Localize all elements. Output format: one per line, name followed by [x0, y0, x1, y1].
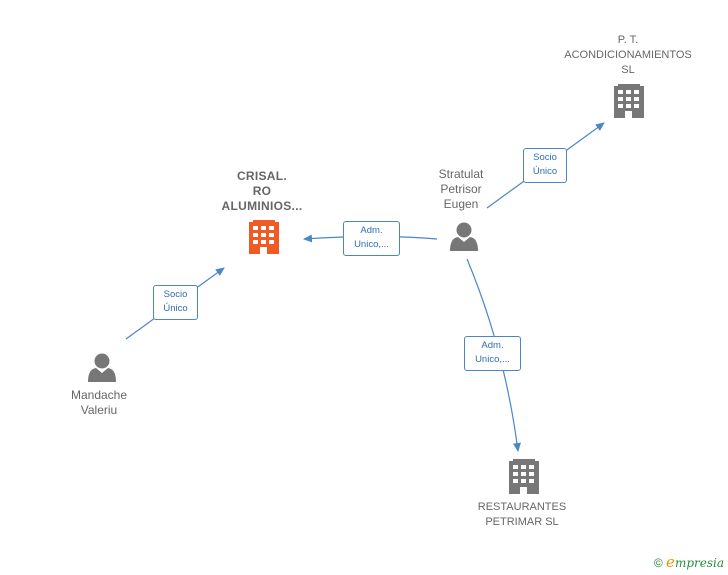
relation-line: Unico,...	[475, 354, 510, 365]
node-label-pt[interactable]: P. T. ACONDICIONAMIENTOS SL	[548, 33, 708, 78]
label-line: P. T.	[617, 34, 639, 46]
node-label-stratulat[interactable]: Stratulat Petrisor Eugen	[411, 167, 511, 212]
node-label-mandache[interactable]: Mandache Valeriu	[49, 388, 149, 418]
relation-socio-unico-crisal[interactable]: Socio Único	[153, 285, 198, 320]
relation-adm-unico-restaurantes[interactable]: Adm. Unico,...	[464, 336, 521, 371]
relation-socio-unico-pt[interactable]: Socio Único	[523, 148, 567, 183]
relation-line: Socio	[163, 289, 188, 300]
label-line: Petrisor	[440, 182, 482, 196]
building-icon-highlight[interactable]	[249, 220, 279, 254]
node-label-crisal[interactable]: CRISAL. RO ALUMINIOS...	[202, 169, 322, 214]
relation-line: Adm.	[481, 340, 504, 351]
label-line: PETRIMAR SL	[485, 516, 559, 528]
relation-adm-unico-crisal[interactable]: Adm. Unico,...	[343, 221, 400, 256]
label-line: ACONDICIONAMIENTOS	[564, 49, 692, 61]
node-label-restaurantes[interactable]: RESTAURANTES PETRIMAR SL	[452, 500, 592, 530]
relation-line: Único	[163, 303, 188, 314]
label-line: RESTAURANTES	[477, 501, 567, 513]
label-line: RO	[252, 184, 272, 198]
label-line: ALUMINIOS...	[221, 199, 303, 213]
label-line: Valeriu	[80, 403, 118, 417]
copyright-symbol: ©	[653, 556, 663, 570]
person-icon[interactable]	[450, 222, 478, 252]
label-line: SL	[621, 64, 635, 76]
relation-line: Adm.	[360, 225, 383, 236]
building-icon[interactable]	[509, 459, 539, 494]
brand-name: mpresia	[674, 556, 724, 570]
relation-line: Único	[532, 166, 558, 177]
person-icon[interactable]	[88, 353, 116, 383]
label-line: Mandache	[70, 388, 128, 402]
building-icon[interactable]	[614, 84, 644, 118]
brand-initial: e	[666, 553, 675, 571]
label-line: Eugen	[443, 197, 479, 211]
label-line: Stratulat	[438, 167, 484, 181]
relation-line: Unico,...	[354, 239, 389, 250]
empresia-watermark: © empresia	[654, 553, 724, 571]
relation-line: Socio	[533, 152, 557, 163]
label-line: CRISAL.	[236, 169, 288, 183]
